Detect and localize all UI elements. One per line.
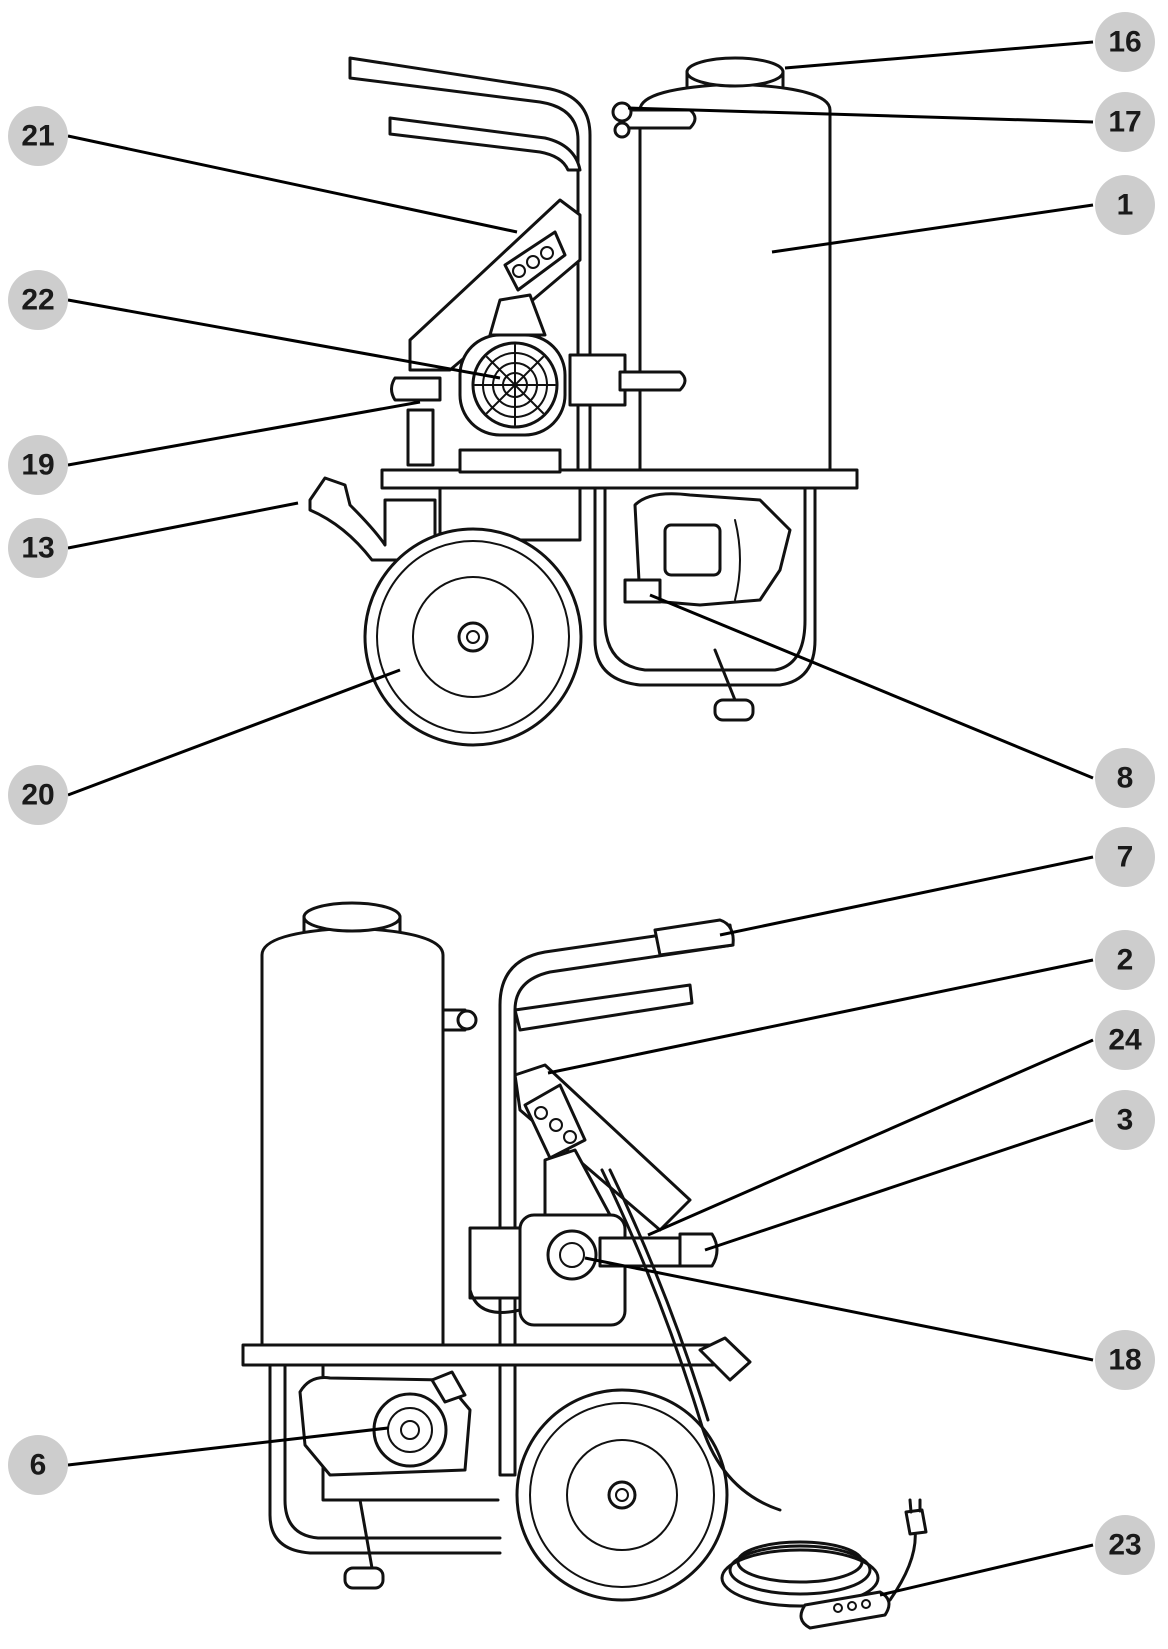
frame-top-view: [593, 486, 817, 687]
tank-cap-bottom-view: [302, 901, 402, 933]
callout-1: 1: [1117, 189, 1134, 222]
leader-1: [771, 203, 1094, 254]
leader-21: [67, 134, 518, 234]
callout-7: 7: [1117, 841, 1134, 874]
callout-2: 2: [1117, 944, 1134, 977]
callout-19-badge: [8, 435, 68, 495]
leader-24: [647, 1038, 1094, 1237]
leader-8: [649, 593, 1094, 780]
callout-3: 3: [1117, 1104, 1134, 1137]
leader-7: [719, 855, 1094, 937]
tank-bottom-view: [260, 926, 445, 1347]
callout-6-badge: [8, 1435, 68, 1495]
callout-21-badge: [8, 106, 68, 166]
callout-16: 16: [1108, 26, 1141, 59]
callout-2-badge: [1095, 930, 1155, 990]
leader-18: [584, 1256, 1094, 1362]
callouts-bottom-view: 7 2 24 3 18 6 23: [8, 827, 1155, 1575]
callout-24: 24: [1108, 1024, 1142, 1057]
callout-13: 13: [21, 532, 54, 565]
gfci-plug-bottom-view: [799, 1590, 891, 1630]
deck-bottom-view: [241, 1343, 715, 1367]
callout-22: 22: [21, 284, 54, 317]
callouts-top-view: 16 17 21 1 22 19 13 20 8: [8, 12, 1155, 825]
callout-20-badge: [8, 765, 68, 825]
leader-6: [67, 1426, 389, 1467]
callout-17: 17: [1108, 106, 1141, 139]
leader-2: [547, 958, 1094, 1075]
callout-8: 8: [1117, 762, 1134, 795]
callout-18: 18: [1108, 1344, 1141, 1377]
handle-lower-bottom-view: [513, 983, 694, 1032]
leader-17: [627, 106, 1094, 124]
callout-13-badge: [8, 518, 68, 578]
callout-20: 20: [21, 779, 54, 812]
pressure-outlet-bottom-view: [598, 1236, 692, 1268]
inlet-top-view: [308, 476, 437, 562]
callout-6: 6: [30, 1449, 47, 1482]
machine-top-view: [308, 56, 859, 747]
callout-19: 19: [21, 449, 54, 482]
tank-cap-top-view: [685, 56, 785, 88]
leader-16: [784, 40, 1094, 70]
handle-lower-top-view: [388, 116, 582, 172]
handle-grip-bottom-view: [653, 918, 735, 957]
callout-1-badge: [1095, 175, 1155, 235]
machine-bottom-view: [241, 901, 928, 1630]
leader-3: [704, 1118, 1094, 1252]
valve-top-view: [390, 376, 442, 402]
tank-top-view: [638, 82, 832, 472]
leader-22: [67, 298, 501, 380]
callout-18-badge: [1095, 1330, 1155, 1390]
callout-21: 21: [21, 120, 54, 153]
callout-22-badge: [8, 270, 68, 330]
power-cord-bottom-view: [600, 1168, 782, 1512]
deck-top-view: [380, 468, 859, 490]
leader-lines: [67, 40, 1094, 1597]
callout-16-badge: [1095, 12, 1155, 72]
leader-20: [67, 668, 401, 797]
callout-24-badge: [1095, 1010, 1155, 1070]
callout-23: 23: [1108, 1529, 1141, 1562]
leader-23: [879, 1543, 1094, 1597]
callout-3-badge: [1095, 1090, 1155, 1150]
frame-bottom-view: [268, 1363, 502, 1555]
callout-8-badge: [1095, 748, 1155, 808]
callout-17-badge: [1095, 92, 1155, 152]
callout-23-badge: [1095, 1515, 1155, 1575]
callout-7-badge: [1095, 827, 1155, 887]
leader-13: [67, 501, 299, 550]
leader-19: [67, 400, 421, 467]
